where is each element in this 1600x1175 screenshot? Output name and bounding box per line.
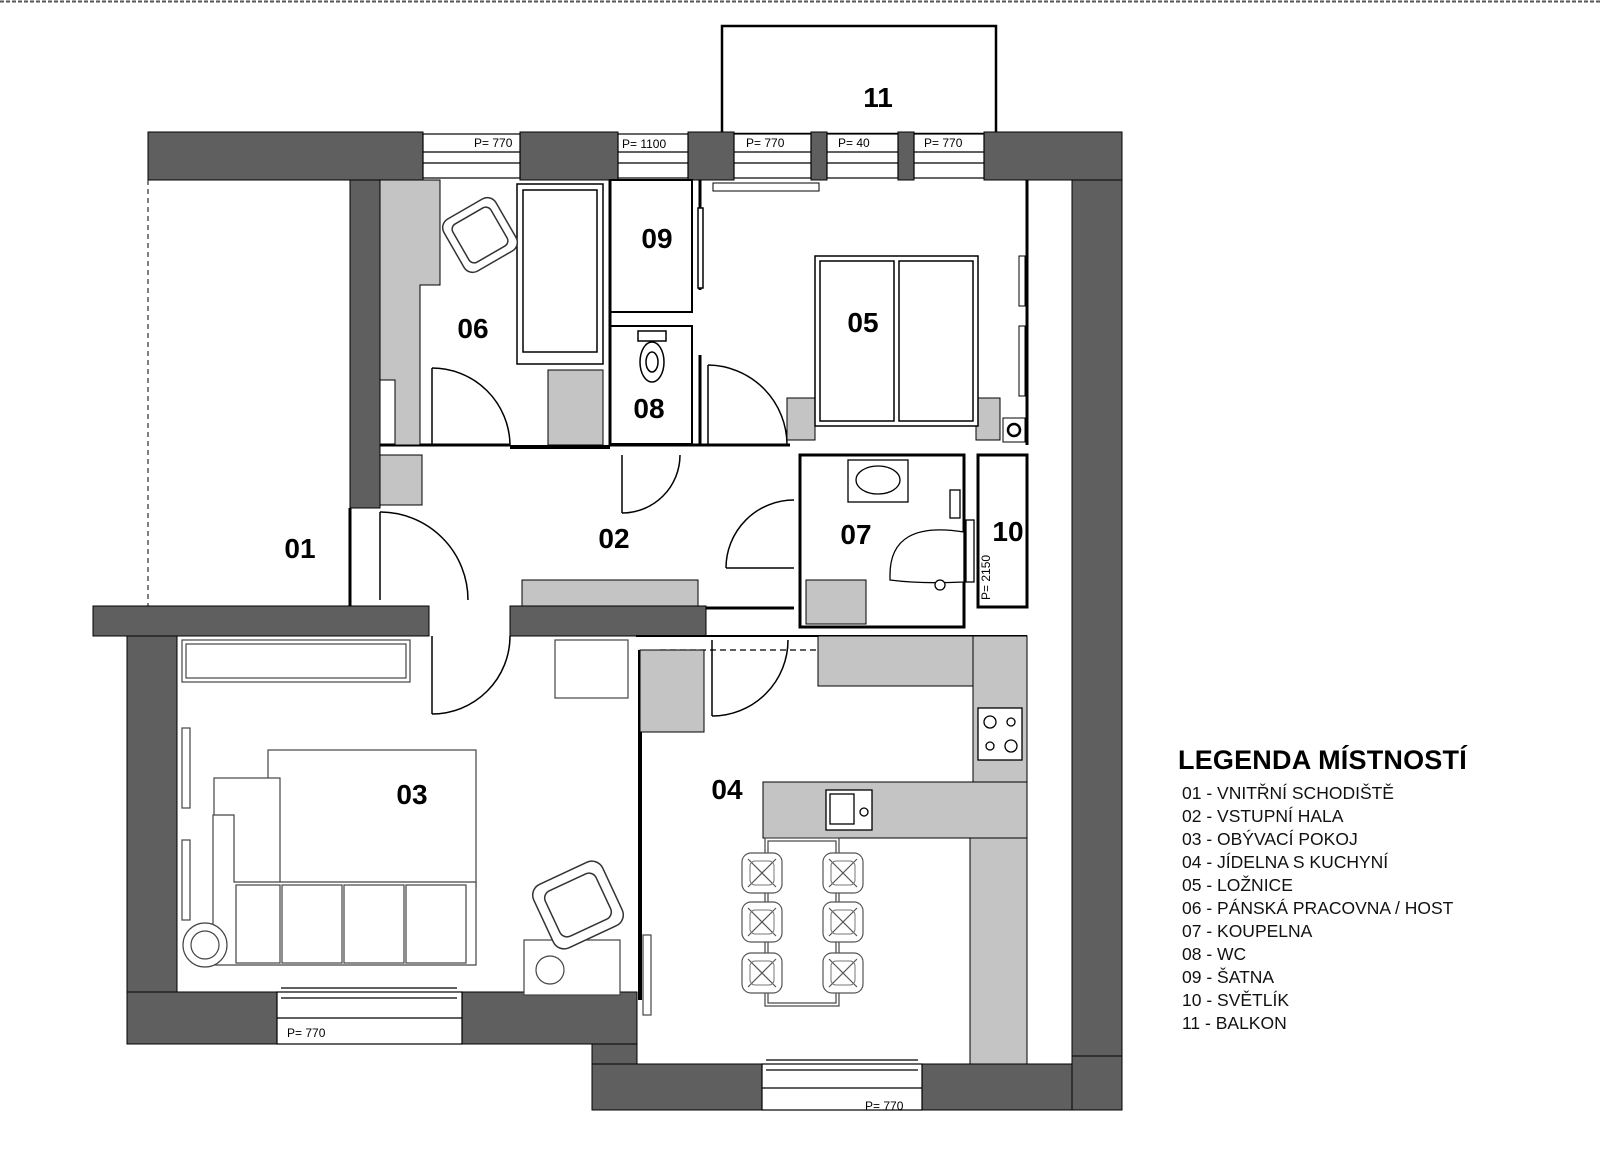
armchair-icon <box>441 196 519 274</box>
kitchen-fixtures <box>825 707 1023 831</box>
legend-item: 08 - WC <box>1182 944 1247 964</box>
room-number-04: 04 <box>711 774 743 805</box>
legend-title: LEGENDA MÍSTNOSTÍ <box>1178 745 1467 775</box>
room-number-01: 01 <box>284 533 315 564</box>
legend-item: 01 - VNITŘNÍ SCHODIŠTĚ <box>1182 783 1394 803</box>
windows-bottom <box>276 987 923 1111</box>
interior-walls <box>147 179 1029 1000</box>
boiler-icon <box>1006 422 1022 438</box>
room-number-06: 06 <box>457 313 488 344</box>
window-rail <box>1018 325 1026 397</box>
room-number-11: 11 <box>863 82 893 113</box>
sill-label: P= 2150 <box>979 555 993 600</box>
legend-item: 05 - LOŽNICE <box>1182 875 1293 895</box>
dining-chair-icon <box>822 852 864 894</box>
window-rail <box>1018 255 1026 307</box>
legend-item: 09 - ŠATNA <box>1182 967 1275 987</box>
room-number-08: 08 <box>633 393 664 424</box>
boiler <box>1002 417 1026 443</box>
sill-label: P= 770 <box>746 136 785 150</box>
sill-label: P= 770 <box>287 1026 326 1040</box>
room-number-09: 09 <box>641 223 672 254</box>
dining-chair-icon <box>741 952 783 994</box>
living-furniture <box>181 639 652 1016</box>
dining-chairs <box>741 852 864 994</box>
sill-label: P= 770 <box>474 136 513 150</box>
room-number-03: 03 <box>396 779 427 810</box>
doors <box>379 207 795 717</box>
legend-list: 01 - VNITŘNÍ SCHODIŠTĚ 02 - VSTUPNÍ HALA… <box>1178 782 1578 1035</box>
sill-label: P= 1100 <box>622 137 666 151</box>
legend-item: 04 - JÍDELNA S KUCHYNÍ <box>1182 852 1389 872</box>
dining-chair-icon <box>741 901 783 943</box>
dining-chair-icon <box>822 952 864 994</box>
dining-chair-icon <box>822 901 864 943</box>
room-number-02: 02 <box>598 523 629 554</box>
room-legend: LEGENDA MÍSTNOSTÍ 01 - VNITŘNÍ SCHODIŠTĚ… <box>1178 745 1578 1035</box>
sill-label: P= 770 <box>865 1099 904 1113</box>
dining-chair-icon <box>741 852 783 894</box>
bathroom-fixtures <box>847 459 975 591</box>
room-number-07: 07 <box>840 519 871 550</box>
room-numbers: 11 09 06 05 08 01 02 07 10 03 04 <box>284 82 1023 810</box>
legend-item: 06 - PÁNSKÁ PRACOVNA / HOST <box>1182 898 1454 918</box>
wardrobe-rail <box>712 182 820 192</box>
window-sill-labels: P= 770 P= 1100 P= 770 P= 40 P= 770 P= 77… <box>287 136 993 1113</box>
toilet-icon <box>637 330 667 383</box>
double-bed <box>814 255 979 427</box>
walls <box>92 131 1123 1111</box>
sill-label: P= 770 <box>924 136 963 150</box>
legend-item: 07 - KOUPELNA <box>1182 921 1313 941</box>
room-number-05: 05 <box>847 307 878 338</box>
sill-label: P= 40 <box>838 136 870 150</box>
balcony-outline <box>720 24 998 136</box>
room-number-10: 10 <box>992 516 1023 547</box>
windows-top <box>422 133 985 179</box>
study-bed <box>516 183 604 365</box>
legend-item: 10 - SVĚTLÍK <box>1182 990 1289 1010</box>
legend-item: 02 - VSTUPNÍ HALA <box>1182 806 1344 826</box>
legend-item: 11 - BALKON <box>1182 1013 1287 1033</box>
legend-item: 03 - OBÝVACÍ POKOJ <box>1182 829 1358 849</box>
armchair-icon <box>531 860 625 950</box>
